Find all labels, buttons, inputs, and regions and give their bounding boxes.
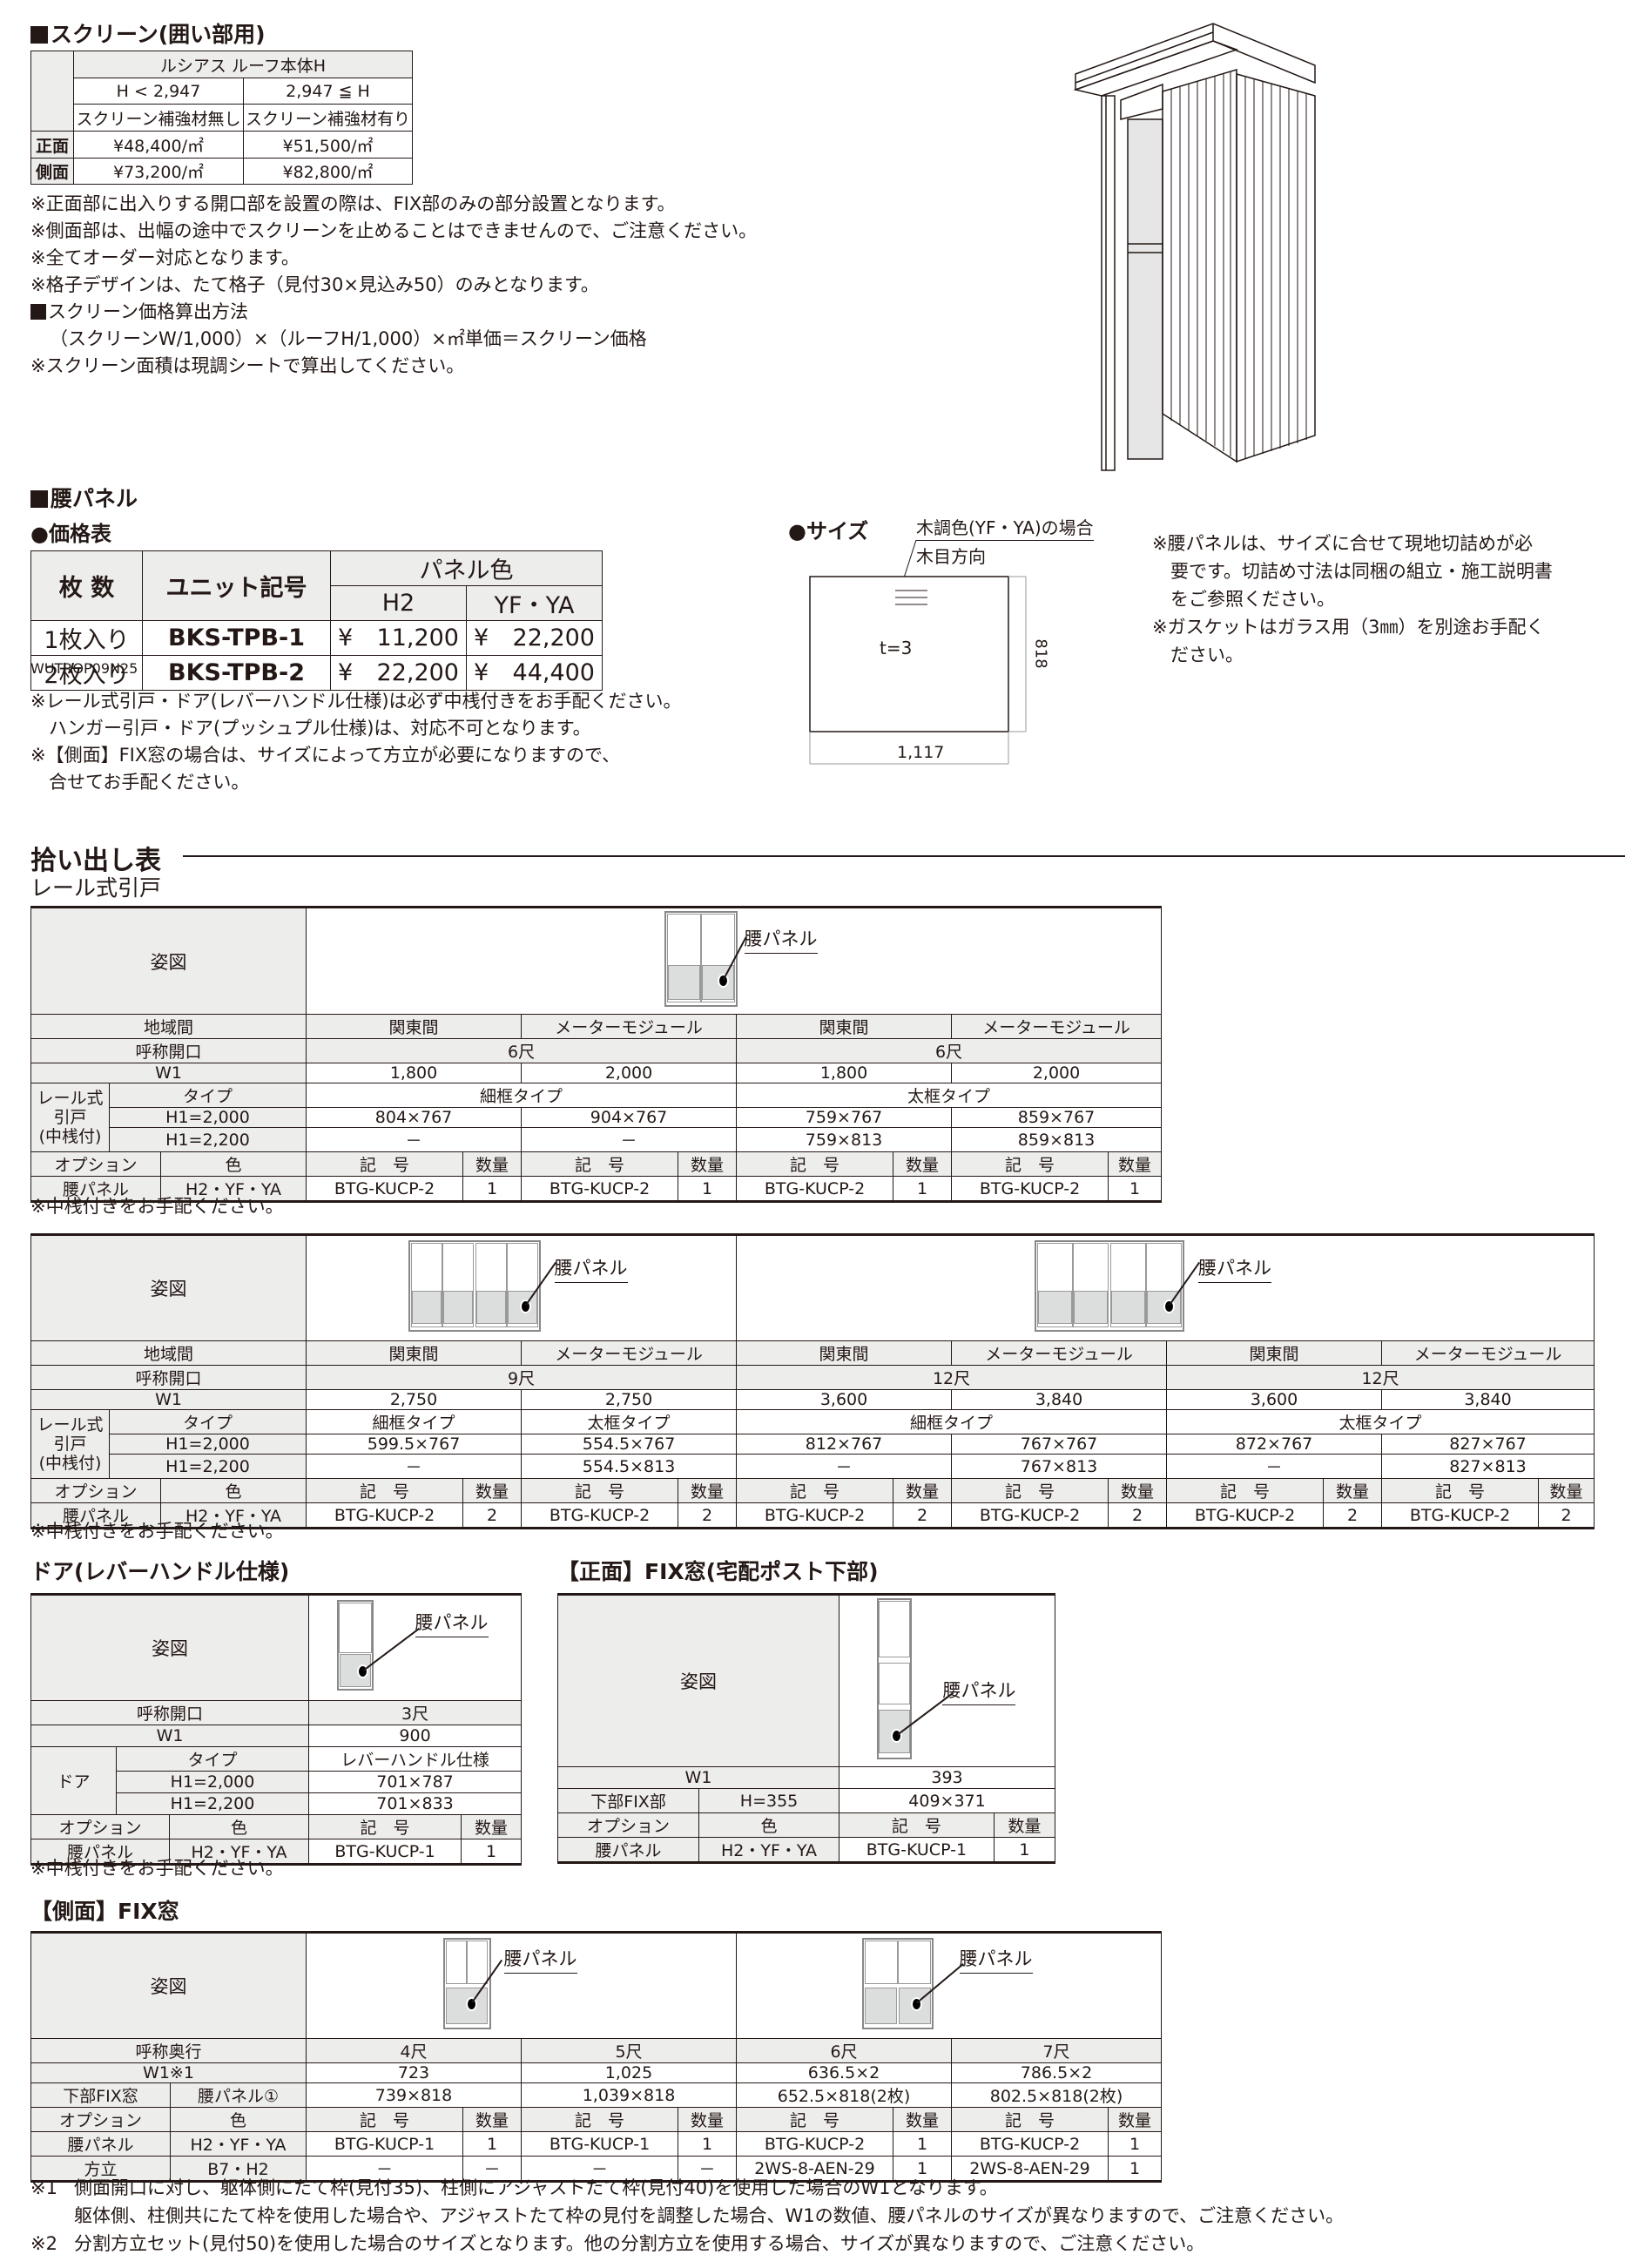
figure-label: 姿図 <box>30 907 307 1015</box>
door-title: ドア(レバーハンドル仕様) <box>30 1559 290 1584</box>
front-fix-figure: 腰パネル <box>860 1598 1034 1759</box>
koshi-panel-heading: 腰パネル <box>30 482 138 513</box>
rail-group-label: レール式引戸(中桟付) <box>30 1083 110 1152</box>
size-side-notes: ※腰パネルは、サイズに合せて現地切詰めが必 要です。切詰め寸法は同梱の組立・施工… <box>1152 533 1553 665</box>
figure-cell: 腰パネル <box>306 907 1163 1015</box>
side-fix-figure-cell-large: 腰パネル <box>736 1932 1162 2039</box>
square-bullet-icon <box>30 490 48 508</box>
col-reinforce: スクリーン補強材有り <box>243 104 413 132</box>
price-heading: ●価格表 <box>30 522 111 546</box>
door-figure-cell: 腰パネル <box>308 1594 523 1701</box>
col-h-range: 2,947 ≦ H <box>243 78 413 105</box>
square-bullet-icon <box>30 304 46 320</box>
col-color-header: パネル色 <box>330 550 603 586</box>
side-fix-small-figure: 腰パネル <box>442 1938 600 2029</box>
pickup-heading: 拾い出し表 <box>30 846 161 876</box>
rail-9-12-table: 姿図 腰パネル 腰パネル 地域間 関東間 メーターモジュ <box>30 1233 1595 1529</box>
blank-corner <box>30 51 74 132</box>
rail-6-table: 姿図 腰パネル 地域間 関東間 メーターモジュール 関東間 メーターモジュール … <box>30 906 1163 1203</box>
col-count-header: 枚 数 <box>30 550 143 621</box>
front-fix-table: 姿図 腰パネル W1 393 下部FIX部 H=355 409×371 オプショ… <box>556 1593 1056 1864</box>
front-fix-title: 【正面】FIX窓(宅配ポスト下部) <box>557 1559 879 1584</box>
col-reinforce: スクリーン補強材無し <box>73 104 244 132</box>
figure-cell-12: 腰パネル <box>736 1234 1595 1341</box>
door-note: ※中桟付きをお手配ください。 <box>30 1858 284 1879</box>
rail-door-figure: 腰パネル <box>664 911 818 1007</box>
calc-heading: スクリーン価格算出方法 <box>30 299 757 326</box>
rail-door-12-figure: 腰パネル <box>1035 1240 1296 1332</box>
koshi-callout: 腰パネル <box>744 925 818 954</box>
side-fix-table: 姿図 腰パネル 腰パネル 呼称奥行 4尺 5尺 <box>30 1931 1162 2183</box>
rail-9-12-note: ※中桟付きをお手配ください。 <box>30 1521 284 1542</box>
front-fix-figure-cell: 腰パネル <box>838 1594 1056 1767</box>
shed-illustration <box>1073 23 1316 471</box>
grain-direction-label: 木目方向 <box>916 546 986 567</box>
figure-cell-9: 腰パネル <box>306 1234 738 1341</box>
height-dimension: 818 <box>1031 638 1050 669</box>
rail-door-9-figure: 腰パネル <box>408 1240 635 1332</box>
roof-height-header: ルシアス ルーフ本体H <box>73 51 413 78</box>
table-row: 腰パネル H2・YF・YA BTG-KUCP-1 1 <box>30 1839 523 1865</box>
col-h-range: H < 2,947 <box>73 78 244 105</box>
wood-color-label: 木調色(YF・YA)の場合 <box>916 514 1094 541</box>
table-row: 正面¥48,400/㎡¥51,500/㎡ <box>30 131 413 159</box>
door-table: 姿図 腰パネル 呼称開口 3尺 W1 900 ドア タイプ レバーハンドル仕様 … <box>30 1593 523 1866</box>
table-row: 腰パネル H2・YF・YA BTG-KUCP-1 1 <box>556 1837 1056 1863</box>
side-fix-figure-cell-small: 腰パネル <box>306 1932 737 2039</box>
square-bullet-icon <box>30 26 48 44</box>
screen-notes: ※正面部に出入りする開口部を設置の際は、FIX部のみの部分設置となります。 ※側… <box>30 193 758 376</box>
panel-size-diagram <box>809 540 1027 765</box>
thickness-label: t=3 <box>880 638 913 658</box>
side-fix-title: 【側面】FIX窓 <box>30 1899 179 1924</box>
calc-formula: （スクリーンW/1,000）×（ルーフH/1,000）×㎡単価＝スクリーン価格 <box>50 328 647 349</box>
table-row: 側面¥73,200/㎡¥82,800/㎡ <box>30 158 413 185</box>
col-unit-header: ユニット記号 <box>142 550 331 621</box>
rail-6-note: ※中桟付きをお手配ください。 <box>30 1196 284 1217</box>
size-heading: ●サイズ <box>788 519 869 543</box>
catalog-code: WUTROP09N25 <box>30 660 138 677</box>
width-dimension: 1,117 <box>897 743 945 762</box>
side-fix-large-figure: 腰パネル <box>861 1938 1036 2029</box>
door-group-label: ドア <box>30 1746 117 1815</box>
door-figure: 腰パネル <box>328 1600 502 1691</box>
rail-sliding-title: レール式引戸 <box>30 875 162 901</box>
koshi-notes: ※レール式引戸・ドア(レバーハンドル仕様)は必ず中桟付きをお手配ください。 ハン… <box>30 691 682 793</box>
screen-heading: スクリーン(囲い部用) <box>30 17 266 49</box>
heading-rule <box>183 855 1625 857</box>
